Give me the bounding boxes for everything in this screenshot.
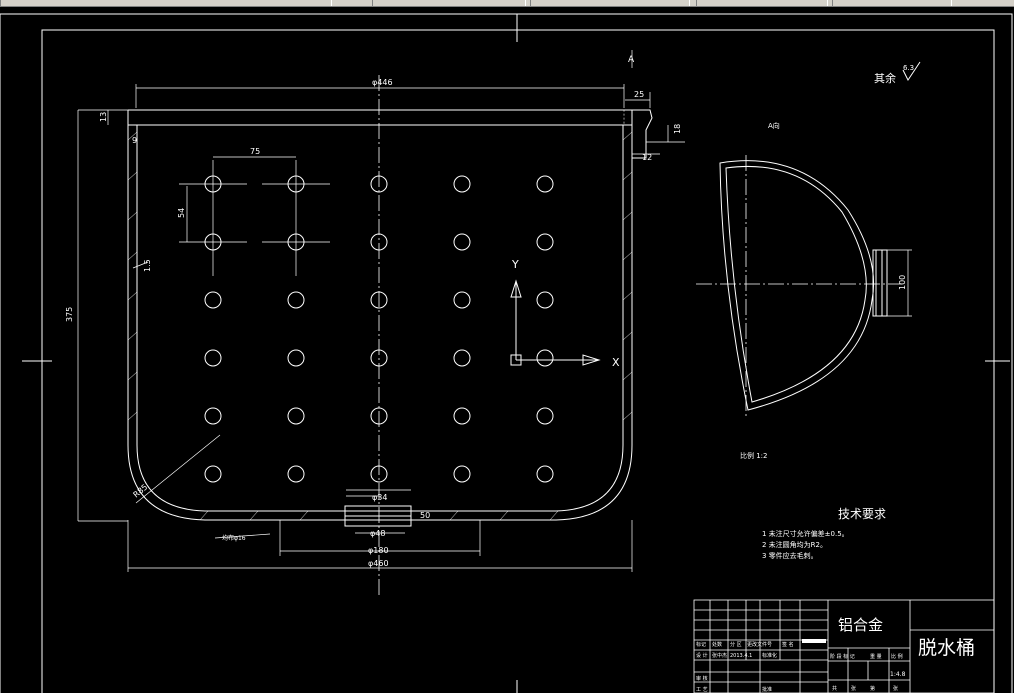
drain-hole xyxy=(453,465,471,483)
drain-hole xyxy=(536,349,554,367)
dim-height: 375 xyxy=(65,307,74,322)
drain-hole xyxy=(536,175,554,193)
designer-name: 张中杰 xyxy=(712,652,727,659)
check-label: 审 核 xyxy=(696,675,708,682)
tech-item: 3 零件应去毛刺。 xyxy=(762,551,818,560)
tech-item: 1 未注尺寸允许偏差±0.5。 xyxy=(762,529,849,538)
title-block xyxy=(693,599,995,693)
tech-title: 技术要求 xyxy=(838,507,886,521)
a-view-outline xyxy=(719,160,875,411)
rim-section xyxy=(632,109,653,159)
scale-value: 1:4.8 xyxy=(890,671,906,678)
drain-hole xyxy=(536,407,554,425)
dim-d180: φ180 xyxy=(368,546,389,555)
dim-d50: 50 xyxy=(420,511,430,520)
bucket-outer-wall xyxy=(127,110,633,521)
dim-rim-right: 18 xyxy=(673,124,682,134)
drain-hole xyxy=(287,407,305,425)
window-top-strip xyxy=(0,0,1014,7)
dim-d48: φ48 xyxy=(370,529,385,538)
inner-border xyxy=(41,29,995,693)
scale-header: 比 例 xyxy=(891,653,903,660)
drain-hole xyxy=(370,407,388,425)
drain-hole xyxy=(287,349,305,367)
header-sign: 签 名 xyxy=(782,641,794,648)
dim-d460: φ460 xyxy=(368,559,389,568)
design-date: 2013.4.1 xyxy=(730,653,752,659)
hole-note: 均布φ16 xyxy=(222,534,246,542)
sheet-total: 共 xyxy=(832,685,837,692)
tech-item: 2 未注圆角均为R2。 xyxy=(762,540,827,549)
axis-x-label: X xyxy=(612,356,620,369)
drain-hole xyxy=(536,291,554,309)
drain-hole xyxy=(370,233,388,251)
scale-text: 比例 1:2 xyxy=(740,451,768,460)
material-name: 铝合金 xyxy=(838,616,883,634)
dim-rim-height: 13 xyxy=(99,112,108,122)
main-view: φ446 25 375 13 9 75 54 1.5 R85 φ34 φ34 φ… xyxy=(65,50,685,598)
dim-hole-pitch-x: 75 xyxy=(250,147,260,156)
dim-hole-pitch-y: 54 xyxy=(177,208,186,218)
axis-y-label: Y xyxy=(511,258,519,271)
dim-wall: 9 xyxy=(132,136,137,145)
header-mark: 标记 xyxy=(696,641,706,648)
dim-rim-width: 25 xyxy=(634,90,644,99)
drain-hole xyxy=(204,407,222,425)
toolbar-segment[interactable] xyxy=(0,0,332,6)
technical-requirements: 技术要求 1 未注尺寸允许偏差±0.5。 2 未注圆角均为R2。 3 零件应去毛… xyxy=(762,507,886,560)
drain-hole xyxy=(453,349,471,367)
dim-d34: φ34 xyxy=(372,493,387,502)
toolbar-segment[interactable] xyxy=(696,0,828,6)
cad-drawing-canvas[interactable]: φ446 25 375 13 9 75 54 1.5 R85 φ34 φ34 φ… xyxy=(0,6,1014,693)
dim-rim-inner: 12 xyxy=(642,153,652,162)
sheet-unit-1: 张 xyxy=(851,685,856,692)
drain-hole xyxy=(453,407,471,425)
header-count: 处数 xyxy=(712,641,722,648)
standard-label: 标准化 xyxy=(762,652,777,659)
dim-view-width: 100 xyxy=(898,275,907,290)
stage-header: 阶 段 标 记 xyxy=(830,653,855,660)
approve-label: 批准 xyxy=(762,686,772,693)
drain-hole xyxy=(453,291,471,309)
drain-hole xyxy=(370,175,388,193)
process-label: 工 艺 xyxy=(696,687,708,693)
design-label: 设 计 xyxy=(696,652,708,659)
outer-border xyxy=(0,13,1013,693)
part-name: 脱水桶 xyxy=(918,637,975,659)
drain-hole xyxy=(370,465,388,483)
sheet-no: 第 xyxy=(870,685,875,692)
bucket-inner-wall xyxy=(136,125,624,512)
hole-grid xyxy=(179,160,554,483)
drain-hole xyxy=(287,465,305,483)
drain-hole xyxy=(536,465,554,483)
drain-hole xyxy=(453,175,471,193)
drain-hole xyxy=(204,291,222,309)
weight-header: 重 量 xyxy=(870,653,882,660)
ucs-icon: Y X xyxy=(510,258,620,369)
sheet-unit-2: 张 xyxy=(893,685,898,692)
surface-finish-text: 其余 xyxy=(874,71,896,85)
view-label: A向 xyxy=(768,121,780,130)
toolbar-segment[interactable] xyxy=(832,0,952,6)
surface-finish-note: 其余 6.3 xyxy=(874,61,921,85)
roughness-value: 6.3 xyxy=(903,64,914,72)
header-zone: 分 区 xyxy=(730,641,742,648)
drain-hole xyxy=(536,233,554,251)
drain-hole xyxy=(287,291,305,309)
drain-hole xyxy=(204,465,222,483)
drain-hole xyxy=(204,349,222,367)
header-file: 更改文件号 xyxy=(747,641,772,648)
toolbar-segment[interactable] xyxy=(530,0,690,6)
toolbar-segment[interactable] xyxy=(372,0,526,6)
a-view: A向 100 比例 1:2 xyxy=(696,121,912,460)
drain-hole xyxy=(370,349,388,367)
dim-wall-thickness: 1.5 xyxy=(143,259,152,272)
section-label: A xyxy=(628,55,635,65)
drain-hole xyxy=(453,233,471,251)
dim-top-width: φ446 xyxy=(372,78,393,87)
drain-hole xyxy=(370,291,388,309)
